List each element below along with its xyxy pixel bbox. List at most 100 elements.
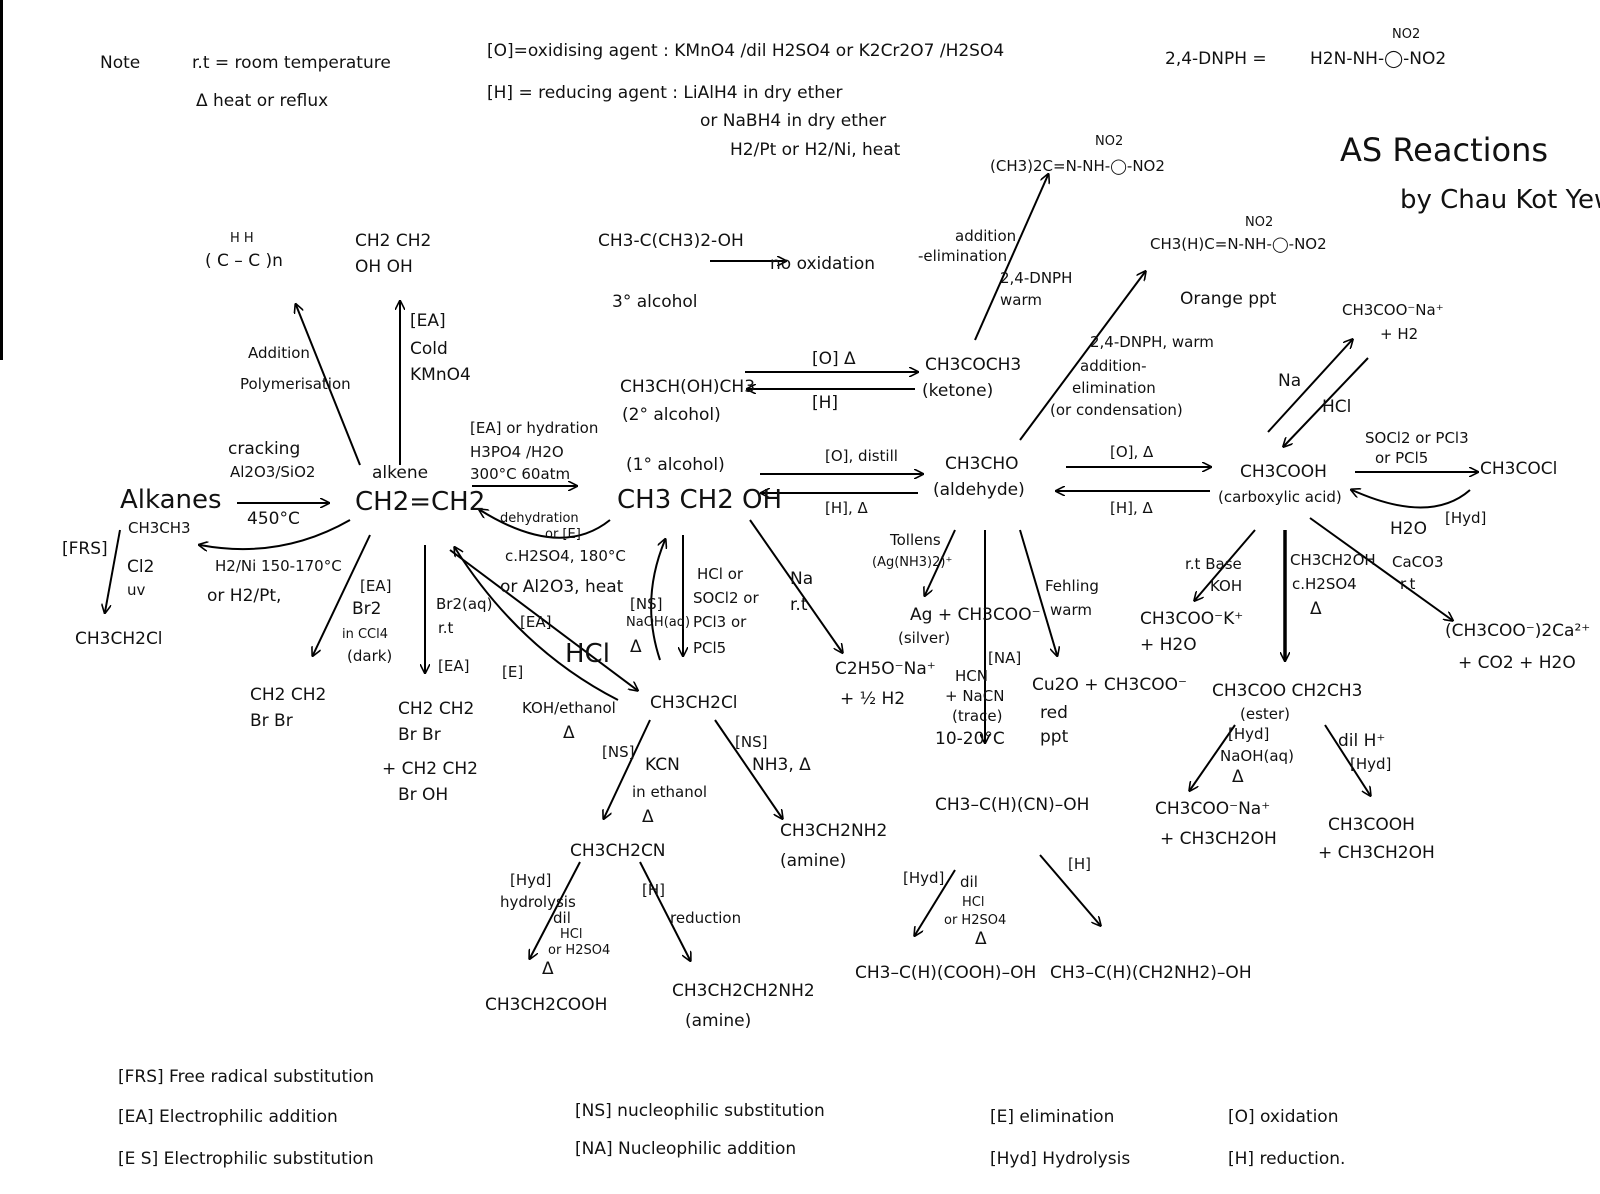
cond-dehydration-3: c.H2SO4, 180°C (505, 547, 626, 565)
node-acid-label: (carboxylic acid) (1218, 488, 1342, 506)
node-sodium-acetate: CH3COO⁻Na⁺ (1342, 301, 1444, 319)
legend-ea: [EA] Electrophilic addition (118, 1107, 338, 1127)
arrow-nitrile-reduction (639, 861, 690, 960)
cond-ester-acid-1: dil H⁺ (1338, 731, 1386, 751)
node-alkene-label: alkene (372, 463, 429, 483)
node-copper: Cu2O + CH3COO⁻ (1032, 675, 1187, 695)
cond-dehydration-1: dehydration (500, 511, 579, 526)
cond-dnph-ketone-1: addition (955, 227, 1017, 245)
cond-br2-ccl4-3: in CCl4 (342, 627, 389, 642)
cond-hcn-5: 10-20°C (935, 729, 1005, 749)
node-diol-top: CH2 CH2 (355, 231, 432, 251)
cond-base-1: r.t Base (1185, 555, 1242, 573)
cond-red-secondary: [H] (812, 393, 839, 413)
cond-hcn-2: HCN (955, 667, 988, 685)
cond-dnph-ketone-4: warm (1000, 291, 1042, 309)
cond-hcn-1: [NA] (988, 649, 1022, 667)
arrow-na-acid (1267, 340, 1352, 433)
cond-hydrogenation-1: H2/Ni 150-170°C (215, 557, 342, 575)
arrow-tollens (925, 529, 956, 595)
note-reducing-agent-2: or NaBH4 in dry ether (700, 111, 887, 131)
node-dibromo-bottom: Br Br (250, 711, 293, 731)
cond-tollens-2: (Ag(NH3)2)⁺ (872, 555, 953, 570)
node-bromo-plus: + CH2 CH2 (382, 759, 478, 779)
arrow-frs (105, 529, 121, 612)
node-calcium-acetate-extra: + CO2 + H2O (1458, 653, 1576, 673)
cond-na-2: r.t (790, 595, 808, 615)
cond-ester-naoh-1: [Hyd] (1228, 725, 1270, 743)
cond-cracking-1: cracking (228, 439, 301, 459)
cond-uv: uv (127, 581, 146, 599)
node-polymer-h: H H (230, 231, 254, 246)
note-oxidising-agent: [O]=oxidising agent : KMnO4 /dil H2SO4 o… (487, 41, 1005, 61)
cond-kmno4-3: KMnO4 (410, 365, 471, 385)
cond-nitrile-red-2: reduction (670, 909, 742, 927)
note-heat: Δ heat or reflux (196, 91, 329, 111)
cond-ester-acid-2: [Hyd] (1350, 755, 1392, 773)
legend-es: [E S] Electrophilic substitution (118, 1149, 374, 1169)
cond-br2-ccl4-4: (dark) (347, 647, 393, 665)
cond-ester-2: c.H2SO4 (1292, 575, 1357, 593)
node-sodium-ethoxide-h2: + ½ H2 (840, 689, 906, 709)
cond-hydration-3: 300°C 60atm (470, 465, 571, 483)
cond-hcl-socl2-2: SOCl2 or (693, 589, 759, 607)
cond-hydration-2: H3PO4 /H2O (470, 443, 564, 461)
node-sodium-acetate-h2: + H2 (1380, 325, 1419, 343)
legend-h: [H] reduction. (1228, 1149, 1346, 1169)
arrow-hcl-salt (1284, 357, 1369, 446)
node-ethylamine-label: (amine) (780, 851, 847, 871)
node-nitrile: CH3CH2CN (570, 841, 666, 861)
legend-o: [O] oxidation (1228, 1107, 1339, 1127)
node-copper-label-1: red (1040, 703, 1068, 723)
node-tert-alcohol-label: 3° alcohol (612, 292, 698, 312)
node-ethane: CH3CH3 (128, 519, 191, 537)
node-potassium-acetate: CH3COO⁻K⁺ (1140, 609, 1244, 629)
node-ketone-label: (ketone) (922, 381, 994, 401)
cond-br2-ccl4-2: Br2 (352, 599, 382, 619)
cond-kcn-2: KCN (645, 755, 680, 775)
legend-ns: [NS] nucleophilic substitution (575, 1101, 825, 1121)
cond-cyanohydrin-hyd-4: or H2SO4 (944, 913, 1007, 928)
cond-koh-1: [E] (502, 663, 524, 681)
legend-frs: [FRS] Free radical substitution (118, 1067, 375, 1087)
cond-kmno4-2: Cold (410, 339, 448, 359)
dnph-no2: NO2 (1392, 27, 1421, 42)
cond-hcl-acid: HCl (1322, 397, 1352, 417)
cond-hcl: HCl (565, 639, 610, 669)
cond-frs: [FRS] (62, 539, 108, 559)
node-ester-base-product-1: CH3COO⁻Na⁺ (1155, 799, 1271, 819)
note-room-temperature: r.t = room temperature (192, 53, 391, 73)
cond-ns-naoh-1: [NS] (630, 595, 663, 613)
cond-hcl-socl2-4: PCl5 (693, 639, 727, 657)
arrow-fehling (1019, 529, 1057, 655)
cond-na-acid: Na (1278, 371, 1302, 391)
cond-koh-3: Δ (563, 723, 575, 743)
node-propylamine: CH3CH2CH2NH2 (672, 981, 815, 1001)
note-label: Note (100, 53, 141, 73)
cond-br2-ccl4-1: [EA] (360, 577, 392, 595)
cond-kcn-4: Δ (642, 807, 654, 827)
note-reducing-agent: [H] = reducing agent : LiAlH4 in dry eth… (487, 83, 843, 103)
node-acid: CH3COOH (1240, 462, 1327, 482)
arrow-base (1195, 529, 1256, 600)
node-aldehyde-label: (aldehyde) (933, 480, 1025, 500)
cond-nitrile-red-1: [H] (642, 881, 665, 899)
page-title: AS Reactions (1340, 131, 1549, 169)
cond-dnph-aldehyde-3: elimination (1072, 379, 1156, 397)
cond-hcn-3: + NaCN (945, 687, 1005, 705)
node-polymer: ( C – C )n (205, 251, 283, 271)
node-chloroethane: CH3CH2Cl (650, 693, 738, 713)
node-prim-alcohol-label: (1° alcohol) (626, 455, 725, 475)
node-alkene: CH2=CH2 (355, 487, 486, 517)
cond-dnph-aldehyde-1: 2,4-DNPH, warm (1090, 333, 1214, 351)
cond-addition-poly-2: Polymerisation (240, 375, 351, 393)
node-ketone-hydrazone-no2: NO2 (1095, 134, 1124, 149)
arrow-caco3 (1309, 517, 1452, 620)
arrow-polymerisation (296, 305, 361, 466)
cond-cyanohydrin-hyd-5: Δ (975, 929, 987, 949)
dnph-label: 2,4-DNPH = (1165, 49, 1267, 69)
node-tert-alcohol: CH3-C(CH3)2-OH (598, 231, 744, 251)
node-no-oxidation: no oxidation (770, 254, 876, 274)
cond-socl2-1: SOCl2 or PCl3 (1365, 429, 1469, 447)
page-author: by Chau Kot Yew (1400, 185, 1600, 215)
